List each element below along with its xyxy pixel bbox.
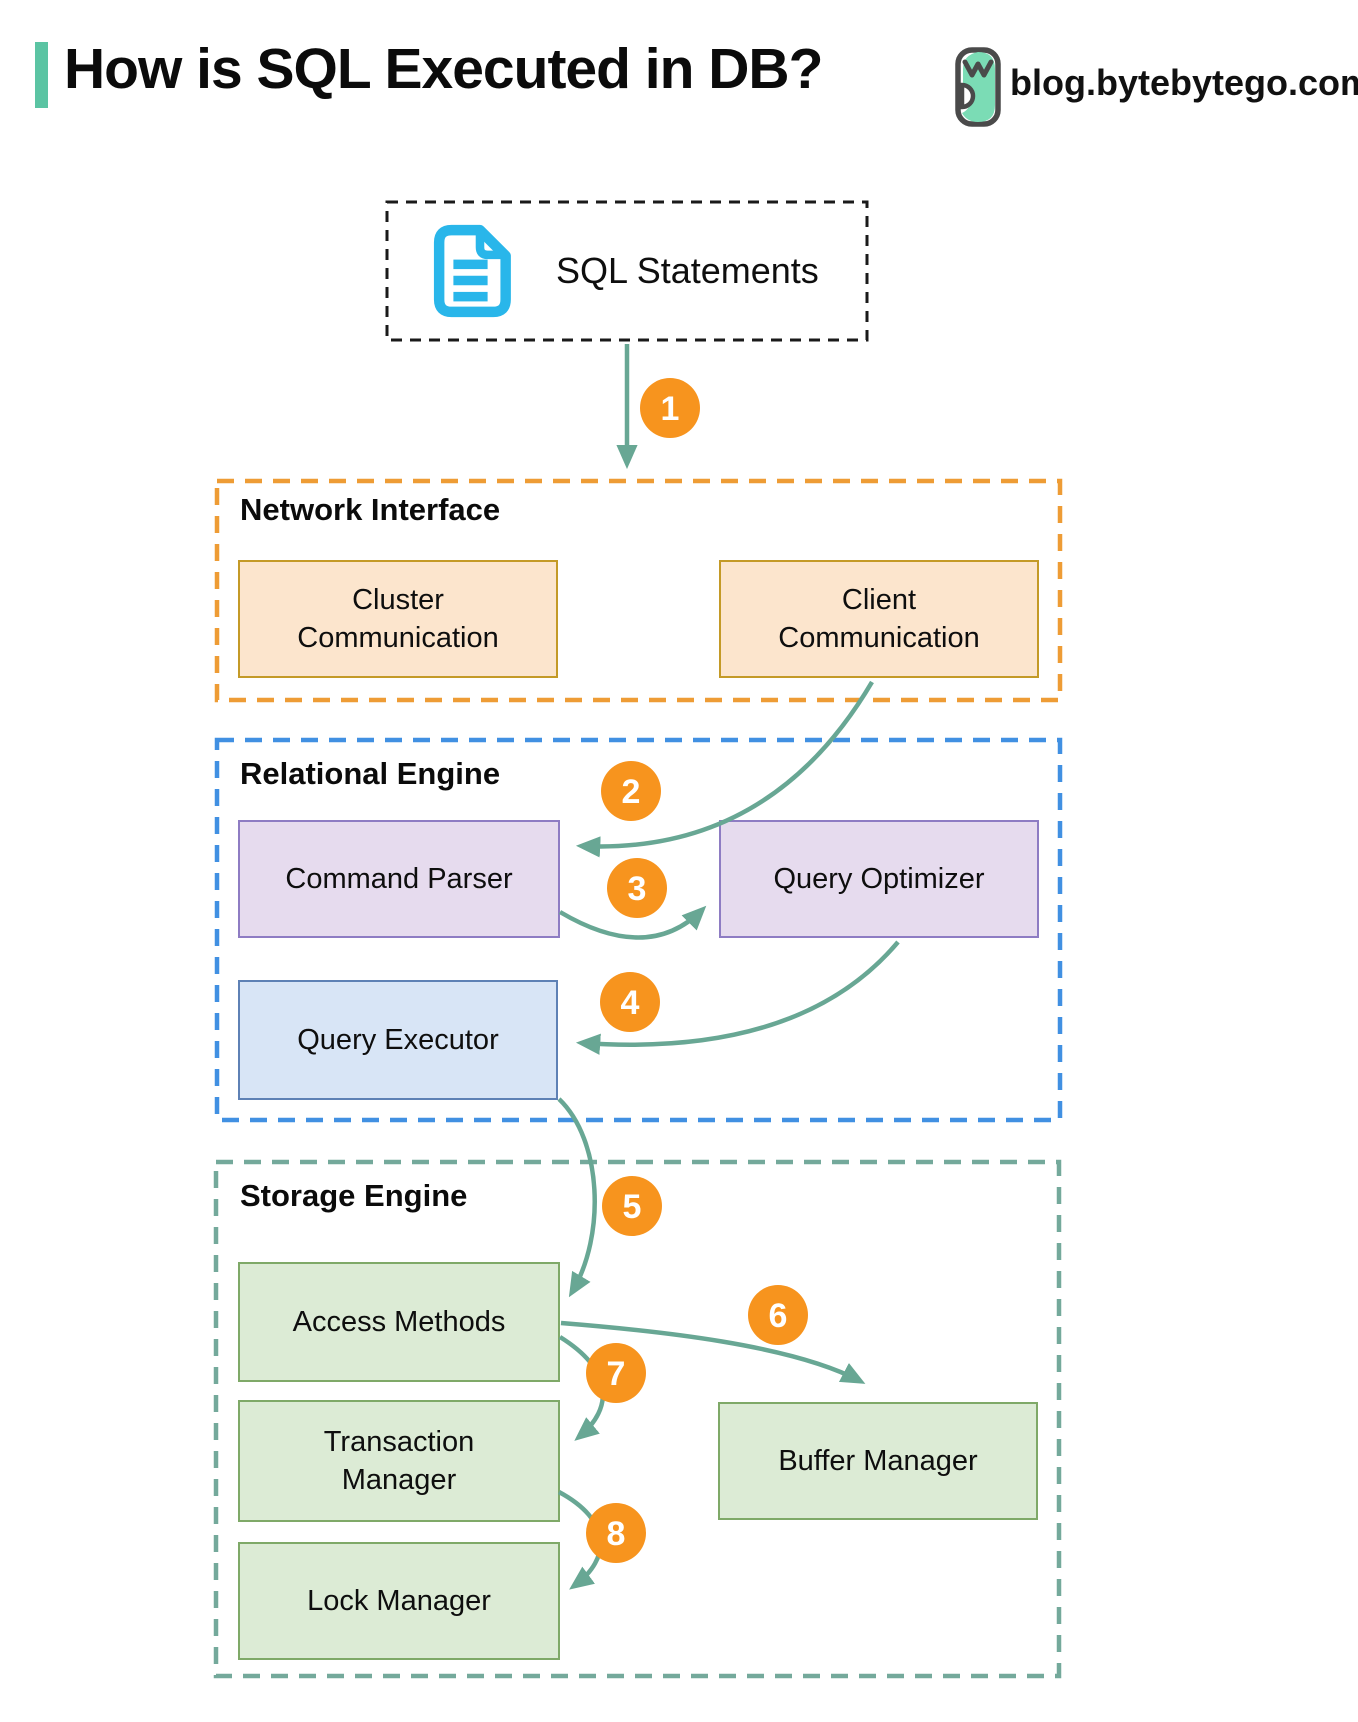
page-title: How is SQL Executed in DB? (64, 37, 823, 101)
box-cluster-communication: Cluster Communication (238, 560, 558, 678)
step-badge-6: 6 (748, 1285, 808, 1345)
svg-text:5: 5 (623, 1188, 642, 1226)
step-badge-2: 2 (601, 761, 661, 821)
arrow-7-access-to-transaction (558, 1335, 606, 1441)
step-badge-8: 8 (586, 1503, 646, 1563)
section-title-storage-engine: Storage Engine (240, 1178, 468, 1213)
sql-statements-box: SQL Statements (387, 202, 867, 340)
box-label: Client Communication (778, 584, 980, 654)
arrow-8-transaction-to-lock (557, 1490, 603, 1590)
arrow-5-executor-to-access (557, 1097, 597, 1298)
step-badge-4: 4 (600, 972, 660, 1032)
step-badge-3: 3 (607, 858, 667, 918)
svg-text:1: 1 (661, 390, 680, 428)
arrow-4-optimizer-to-executor (575, 940, 900, 1055)
box-label: Query Executor (297, 1024, 499, 1056)
svg-text:6: 6 (769, 1297, 788, 1335)
arrow-6-access-to-buffer (560, 1320, 866, 1384)
box-lock-manager: Lock Manager (238, 1542, 560, 1660)
svg-text:2: 2 (622, 773, 641, 811)
box-transaction-manager: Transaction Manager (238, 1400, 560, 1522)
box-label: Cluster Communication (297, 584, 499, 654)
box-access-methods: Access Methods (238, 1262, 560, 1382)
step-badge-1: 1 (640, 378, 700, 438)
box-label: Transaction Manager (323, 1426, 475, 1496)
box-query-executor: Query Executor (238, 980, 558, 1100)
svg-text:3: 3 (628, 870, 647, 908)
box-label: Command Parser (285, 863, 513, 895)
section-title-relational-engine: Relational Engine (240, 756, 501, 791)
box-label: Buffer Manager (778, 1445, 978, 1477)
svg-text:4: 4 (621, 984, 640, 1022)
document-icon (433, 224, 511, 318)
site-url: blog.bytebytego.com (1010, 62, 1358, 103)
box-buffer-manager: Buffer Manager (718, 1402, 1038, 1520)
arrow-3-parser-to-optimizer (558, 905, 707, 940)
section-title-network-interface: Network Interface (240, 492, 501, 527)
step-badge-7: 7 (586, 1343, 646, 1403)
svg-text:8: 8 (607, 1515, 626, 1553)
box-client-communication: Client Communication (719, 560, 1039, 678)
step-badge-5: 5 (602, 1176, 662, 1236)
box-query-optimizer: Query Optimizer (719, 820, 1039, 938)
svg-text:7: 7 (607, 1355, 626, 1393)
sql-statements-label: SQL Statements (556, 250, 819, 291)
bytebytego-logo-icon (955, 47, 1001, 127)
box-command-parser: Command Parser (238, 820, 560, 938)
box-label: Query Optimizer (773, 863, 985, 895)
title-accent-bar (35, 42, 48, 108)
box-label: Lock Manager (307, 1585, 491, 1617)
box-label: Access Methods (292, 1306, 506, 1338)
